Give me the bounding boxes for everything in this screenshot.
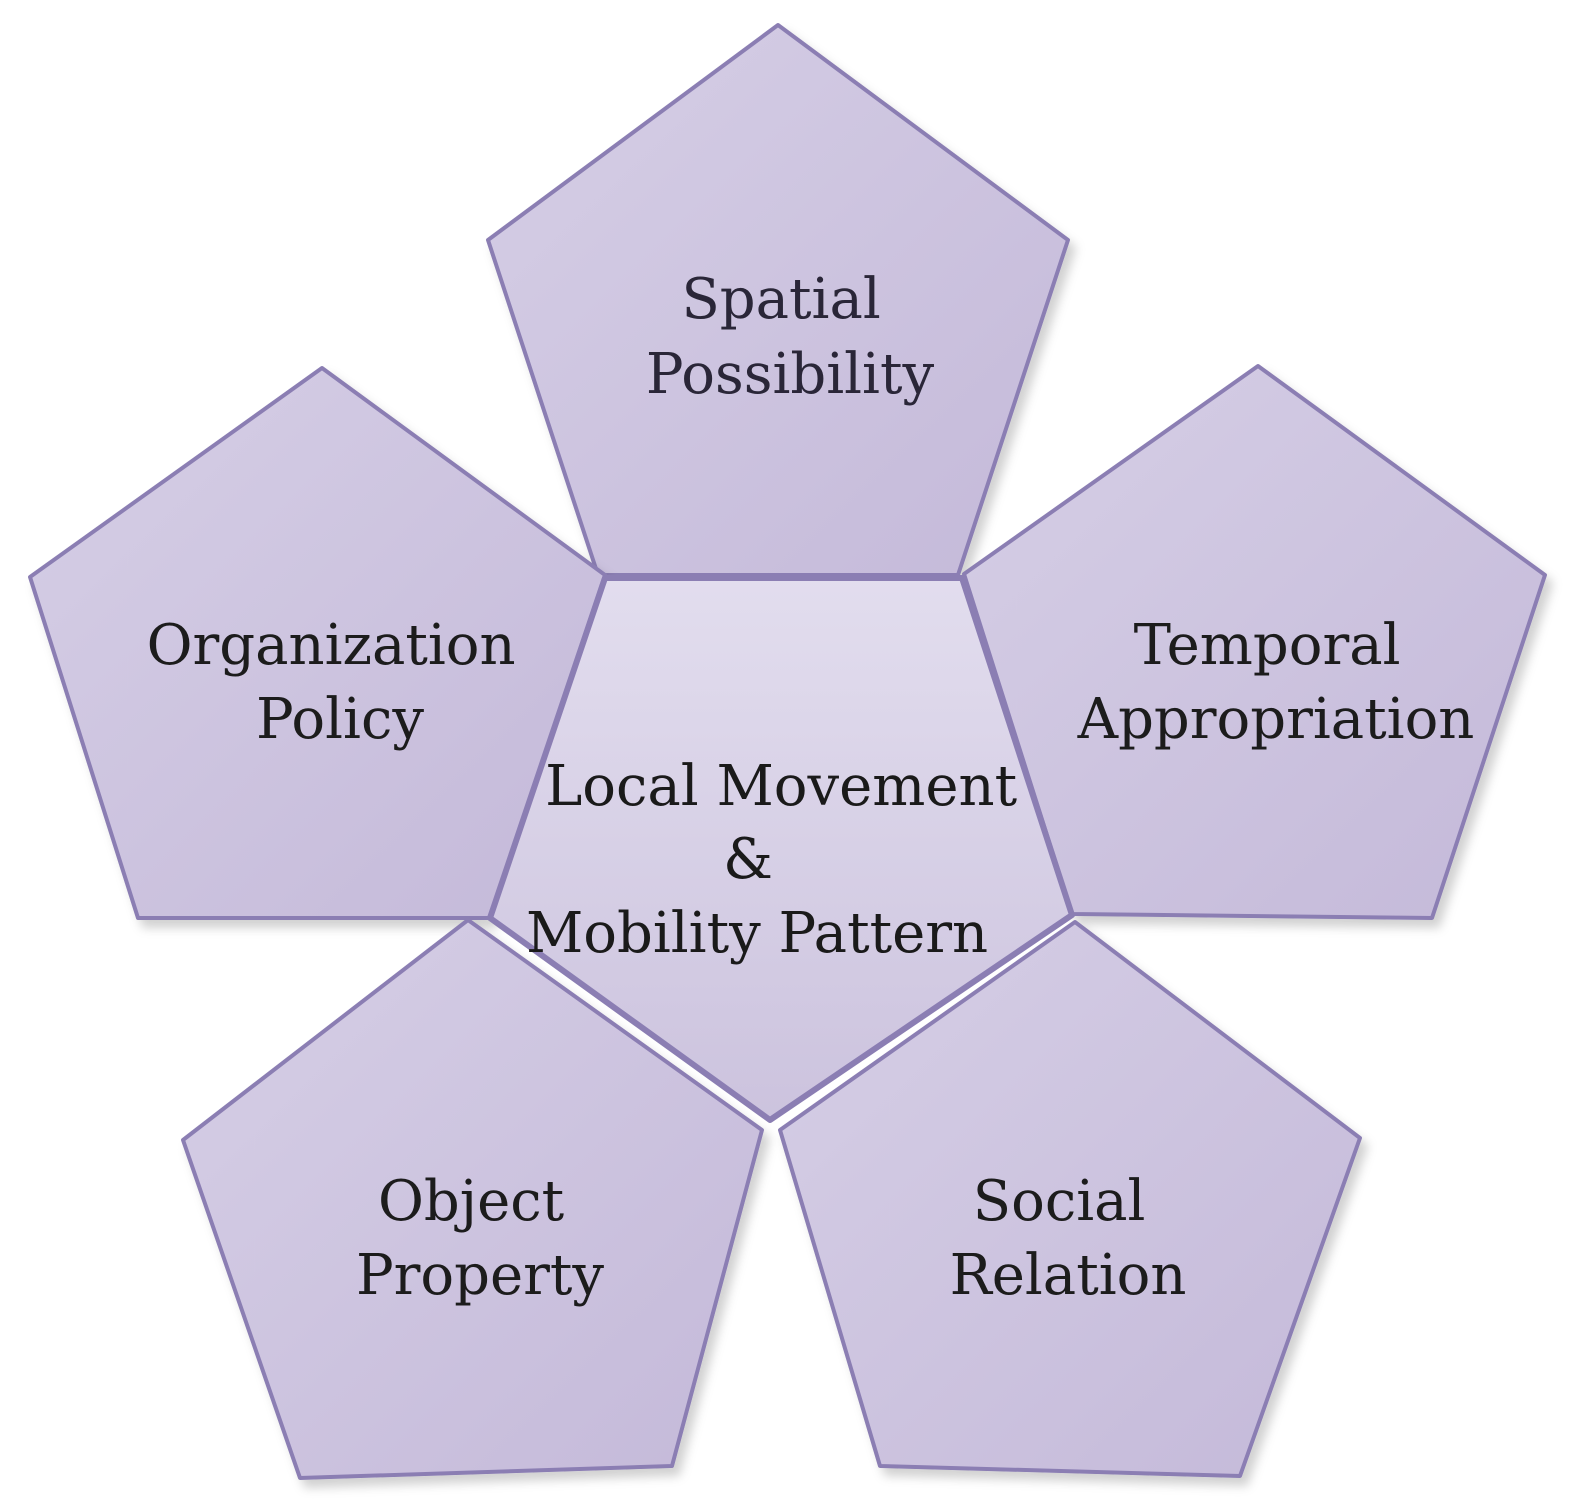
organization-policy-line-1: Organization — [147, 613, 516, 678]
organization-policy-label: Organization Policy — [147, 613, 534, 752]
object-property-line-1: Object — [378, 1169, 565, 1234]
local-movement-line-3: Mobility Pattern — [526, 901, 988, 966]
spatial-possibility-line-2: Possibility — [646, 342, 935, 407]
spatial-possibility-label: Spatial Possibility — [646, 267, 935, 407]
local-movement-line-1: Local Movement — [545, 754, 1018, 819]
temporal-appropriation-line-2: Appropriation — [1077, 687, 1475, 752]
social-relation-line-1: Social — [973, 1169, 1146, 1234]
spatial-possibility-line-1: Spatial — [681, 267, 880, 332]
organization-policy-pentagon — [28, 366, 607, 920]
organization-policy-node: Organization Policy — [28, 366, 607, 920]
object-property-line-2: Property — [356, 1243, 604, 1308]
social-relation-pentagon — [778, 920, 1362, 1478]
temporal-appropriation-line-1: Temporal — [1134, 613, 1401, 678]
social-relation-label: Social Relation — [950, 1169, 1187, 1308]
object-property-node: Object Property — [181, 918, 764, 1480]
social-relation-node: Social Relation — [778, 920, 1362, 1478]
social-relation-line-2: Relation — [950, 1243, 1187, 1308]
temporal-appropriation-pentagon — [962, 364, 1547, 920]
temporal-appropriation-node: Temporal Appropriation — [962, 364, 1547, 920]
local-movement-line-2: & — [723, 827, 773, 892]
object-property-label: Object Property — [356, 1169, 604, 1308]
organization-policy-line-2: Policy — [256, 687, 424, 752]
temporal-appropriation-label: Temporal Appropriation — [1077, 613, 1475, 752]
local-movement-node: Local Movement & Mobility Pattern — [487, 575, 1075, 1123]
spatial-possibility-node: Spatial Possibility — [486, 23, 1070, 577]
local-movement-pentagon — [487, 575, 1075, 1123]
object-property-pentagon — [181, 918, 764, 1480]
local-movement-label: Local Movement & Mobility Pattern — [526, 754, 1035, 966]
